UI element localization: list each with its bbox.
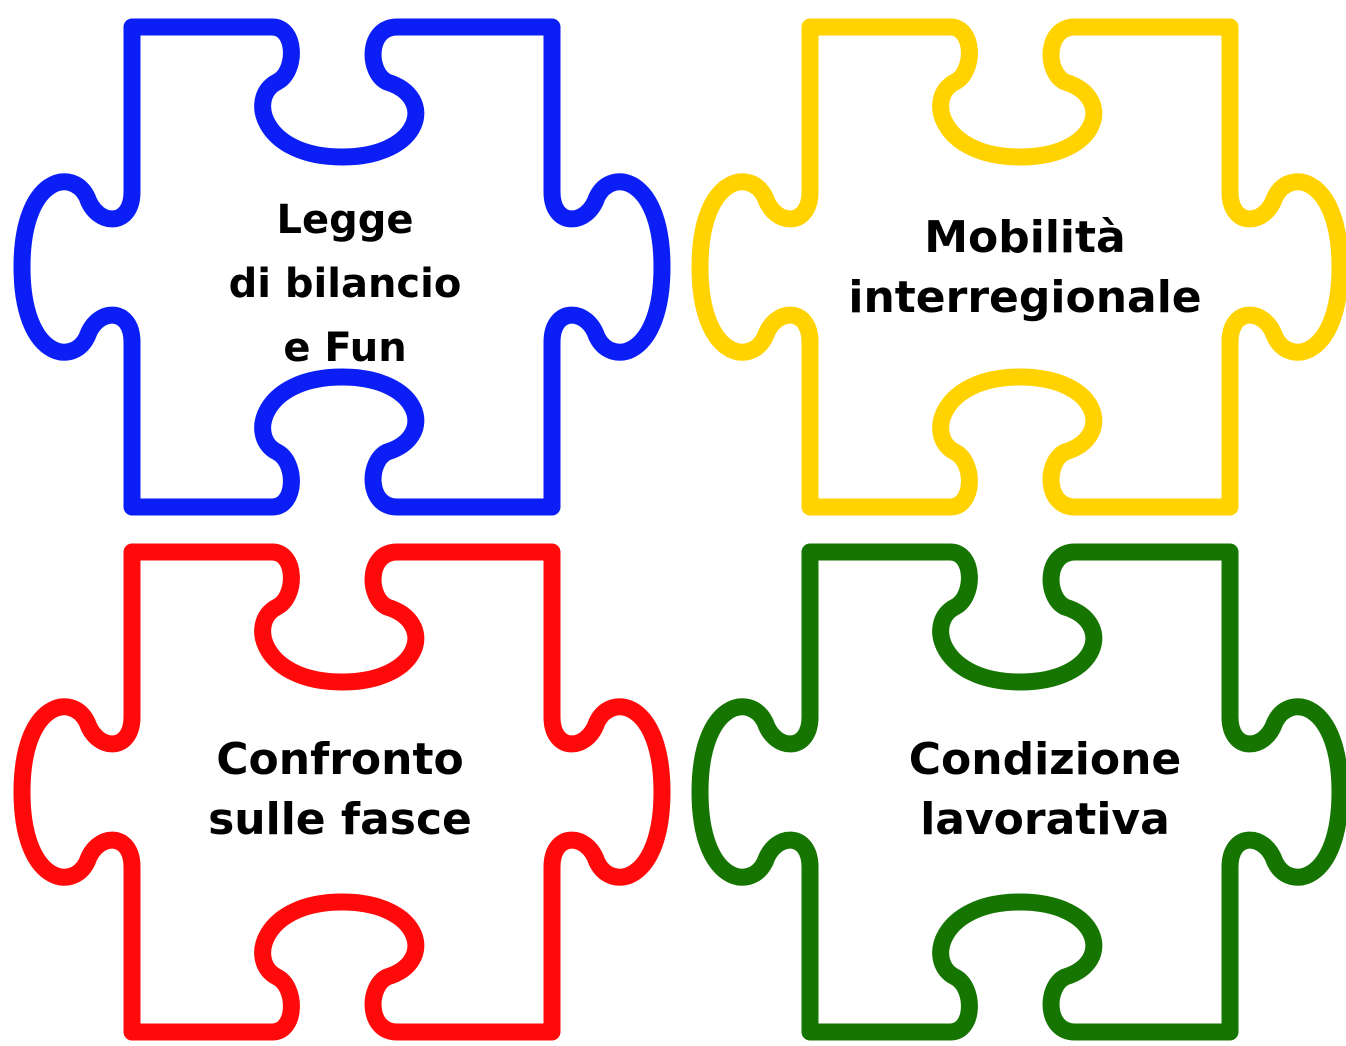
label-line: Mobilità [924, 212, 1126, 263]
label-confronto-sulle-fasce: Confronto sulle fasce [180, 730, 500, 850]
label-line: e Fun [283, 325, 407, 371]
label-line: di bilancio [228, 261, 462, 307]
label-condizione-lavorativa: Condizione lavorativa [880, 730, 1210, 850]
label-line: Legge [276, 197, 414, 243]
label-legge-di-bilancio: Legge di bilancio e Fun [200, 188, 490, 380]
label-line: Confronto [216, 734, 464, 785]
label-line: interregionale [848, 272, 1202, 323]
puzzle-piece-blue [13, 18, 671, 516]
label-line: lavorativa [920, 794, 1170, 845]
label-line: sulle fasce [208, 794, 472, 845]
label-mobilita-interregionale: Mobilità interregionale [830, 208, 1220, 328]
puzzle-piece-green [691, 543, 1346, 1041]
puzzle-piece-yellow [691, 18, 1346, 516]
puzzle-piece-red [13, 543, 671, 1041]
label-line: Condizione [908, 734, 1182, 785]
